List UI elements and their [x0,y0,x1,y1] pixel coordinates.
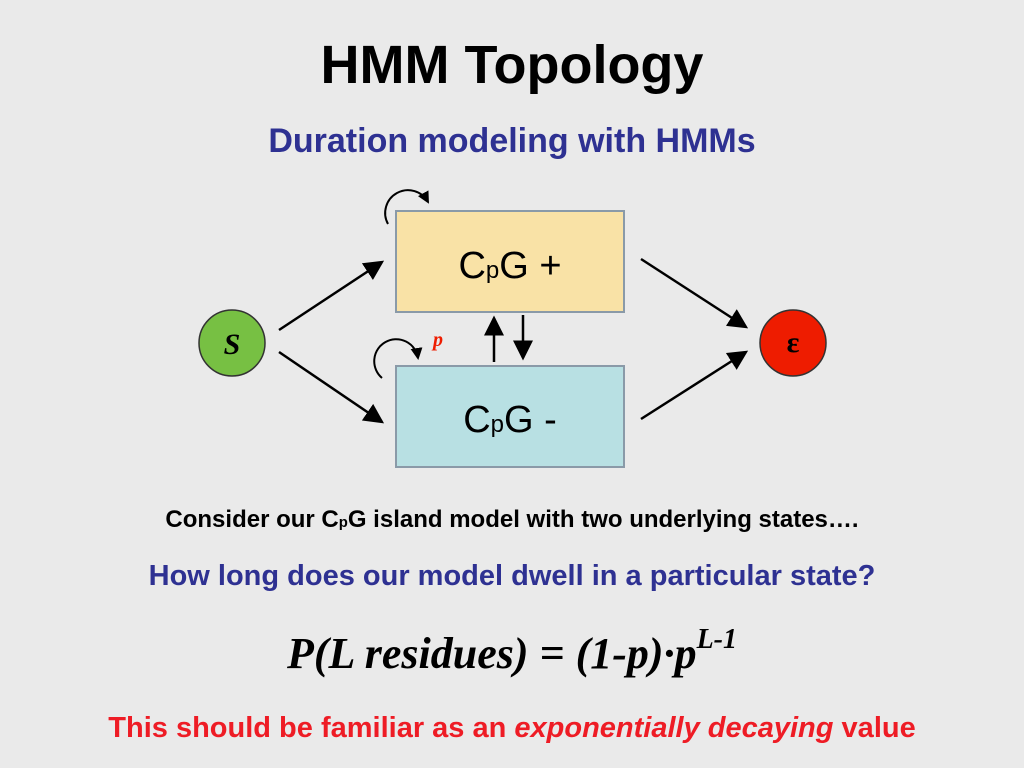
start-state-label: S [224,328,241,361]
duration-formula: P(L residues) = (1-p)·pL-1 [286,624,737,678]
arrow-start-to-plus [278,260,385,332]
slide-subtitle: Duration modeling with HMMs [268,122,756,160]
arrow-start-to-minus [278,350,385,424]
conclusion-text: This should be familiar as an exponentia… [108,712,916,744]
consider-text: Consider our CpG island model with two u… [165,506,859,533]
self-loop-probability-label: p [431,329,443,351]
self-loop-minus [373,338,423,379]
state-cpg-minus-label: CpG - [463,399,557,441]
end-state-label: ε [787,326,800,359]
self-loop-plus [384,189,429,225]
state-cpg-plus-label: CpG + [458,245,561,287]
state-cpg-plus-box [395,210,625,313]
end-state-circle [759,309,827,377]
question-text: How long does our model dwell in a parti… [148,560,876,592]
hmm-diagram: CpG + CpG - S ε p [198,189,827,468]
state-cpg-minus-box [395,365,625,468]
arrow-plus-to-end [640,257,749,329]
arrow-minus-to-end [640,350,749,421]
start-state-circle [198,309,266,377]
slide-title: HMM Topology [320,35,704,95]
